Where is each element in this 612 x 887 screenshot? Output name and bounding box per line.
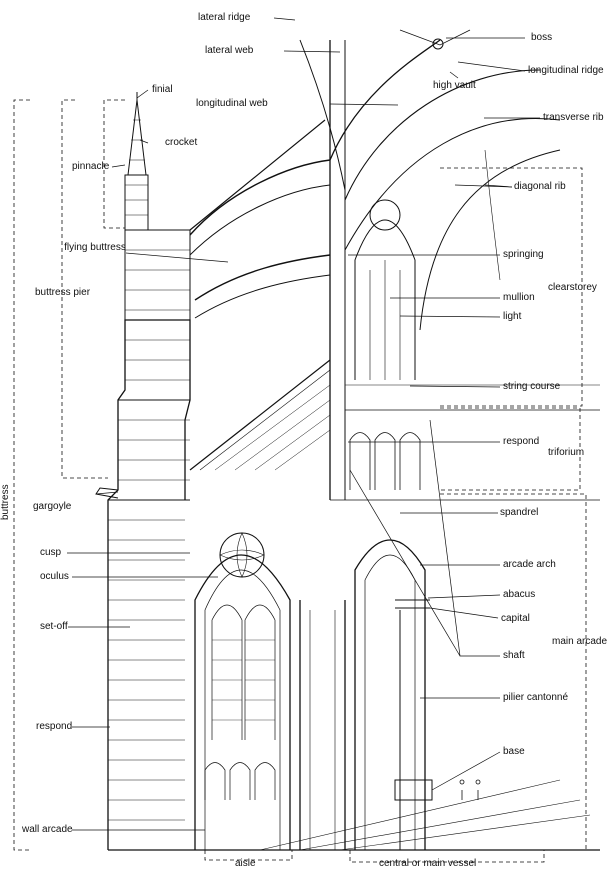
label-light: light bbox=[503, 311, 522, 322]
label-central-vessel: central or main vessel bbox=[379, 858, 477, 869]
label-respond-lower: respond bbox=[36, 721, 73, 732]
label-transverse-rib: transverse rib bbox=[543, 112, 604, 123]
label-arcade-arch: arcade arch bbox=[503, 559, 556, 570]
label-springing: springing bbox=[503, 249, 544, 260]
label-mullion: mullion bbox=[503, 292, 535, 303]
label-longitudinal-ridge: longitudinal ridge bbox=[528, 65, 604, 76]
label-longitudinal-web: longitudinal web bbox=[196, 98, 268, 109]
label-lateral-web: lateral web bbox=[205, 45, 254, 56]
label-string-course: string course bbox=[503, 381, 561, 392]
label-aisle: aisle bbox=[235, 858, 256, 869]
label-spandrel: spandrel bbox=[500, 507, 539, 518]
label-cusp: cusp bbox=[40, 547, 62, 558]
label-oculus: oculus bbox=[40, 571, 69, 582]
label-capital: capital bbox=[501, 613, 530, 624]
label-buttress-pier: buttress pier bbox=[35, 287, 91, 298]
label-buttress: buttress bbox=[0, 484, 11, 520]
label-boss: boss bbox=[531, 32, 553, 43]
label-diagonal-rib: diagonal rib bbox=[514, 181, 566, 192]
label-finial: finial bbox=[152, 84, 173, 95]
label-shaft: shaft bbox=[503, 650, 525, 661]
label-wall-arcade: wall arcade bbox=[22, 824, 73, 835]
label-respond-upper: respond bbox=[503, 436, 540, 447]
label-high-vault: high vault bbox=[433, 80, 476, 91]
label-lateral-ridge: lateral ridge bbox=[198, 12, 251, 23]
label-main-arcade: main arcade bbox=[552, 636, 608, 647]
label-pinnacle: pinnacle bbox=[72, 161, 110, 172]
label-clearstorey: clearstorey bbox=[548, 282, 597, 293]
label-set-off: set-off bbox=[40, 621, 68, 632]
label-pilier-cantonne: pilier cantonné bbox=[503, 692, 569, 703]
label-abacus: abacus bbox=[503, 589, 536, 600]
label-crocket: crocket bbox=[165, 137, 198, 148]
label-gargoyle: gargoyle bbox=[33, 501, 72, 512]
label-flying-buttress: flying buttress bbox=[64, 242, 126, 253]
label-base: base bbox=[503, 746, 525, 757]
label-triforium: triforium bbox=[548, 447, 585, 458]
